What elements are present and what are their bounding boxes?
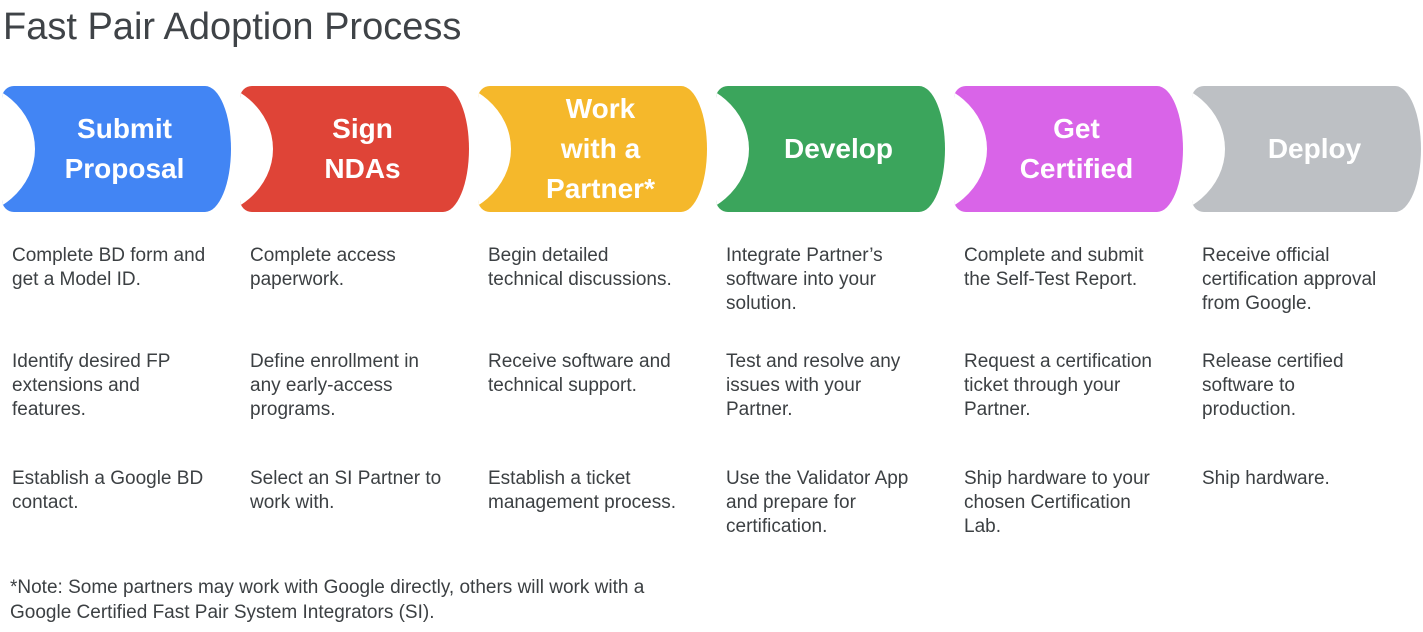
step-shape-sign-ndas: Sign NDAs [240,86,469,212]
footnote: *Note: Some partners may work with Googl… [10,577,645,623]
task-sign-ndas-3: Select an SI Partner to work with. [250,468,442,513]
step-shape-submit-proposal: Submit Proposal [2,86,231,212]
step-shape-deploy: Deploy [1192,86,1421,212]
task-get-certified-1: Complete and submit the Self-Test Report… [964,245,1144,290]
left-notch-decoration [1192,86,1225,212]
task-submit-proposal-2: Identify desired FP extensions and featu… [12,351,171,420]
fast-pair-adoption-process-diagram: Fast Pair Adoption Process Submit Propos… [0,4,1423,632]
task-deploy-3: Ship hardware. [1202,468,1330,489]
task-develop-2: Test and resolve any issues with your Pa… [726,351,901,420]
step-label-get-certified: Get Certified [1019,113,1134,184]
left-notch-decoration [478,86,511,212]
task-get-certified-2: Request a certification ticket through y… [964,351,1152,420]
page-title: Fast Pair Adoption Process [3,6,462,48]
step-label-deploy: Deploy [1267,133,1362,164]
task-get-certified-3: Ship hardware to your chosen Certificati… [964,468,1150,537]
step-label-submit-proposal: Submit Proposal [64,113,185,184]
task-sign-ndas-2: Define enrollment in any early-access pr… [250,351,419,420]
task-deploy-1: Receive official certification approval … [1202,245,1377,314]
task-develop-1: Integrate Partner’s software into your s… [726,245,883,314]
step-shape-work-with-a-partner: Work with a Partner* [478,86,707,212]
task-work-with-a-partner-3: Establish a ticket management process. [488,468,676,513]
task-submit-proposal-3: Establish a Google BD contact. [12,468,204,513]
left-notch-decoration [954,86,987,212]
task-develop-3: Use the Validator App and prepare for ce… [726,468,909,537]
task-work-with-a-partner-2: Receive software and technical support. [488,351,671,396]
left-notch-decoration [716,86,749,212]
step-shape-get-certified: Get Certified [954,86,1183,212]
task-work-with-a-partner-1: Begin detailed technical discussions. [488,245,672,290]
process-grid: Submit Proposal Sign NDAs Work with a Pa… [2,86,1421,539]
left-notch-decoration [2,86,35,212]
task-deploy-2: Release certified software to production… [1202,351,1344,420]
left-notch-decoration [240,86,273,212]
step-label-develop: Develop [784,133,893,164]
task-submit-proposal-1: Complete BD form and get a Model ID. [12,245,206,290]
step-label-work-with-a-partner: Work with a Partner* [546,93,655,204]
step-shape-develop: Develop [716,86,945,212]
task-sign-ndas-1: Complete access paperwork. [250,245,396,290]
step-label-sign-ndas: Sign NDAs [324,113,401,184]
